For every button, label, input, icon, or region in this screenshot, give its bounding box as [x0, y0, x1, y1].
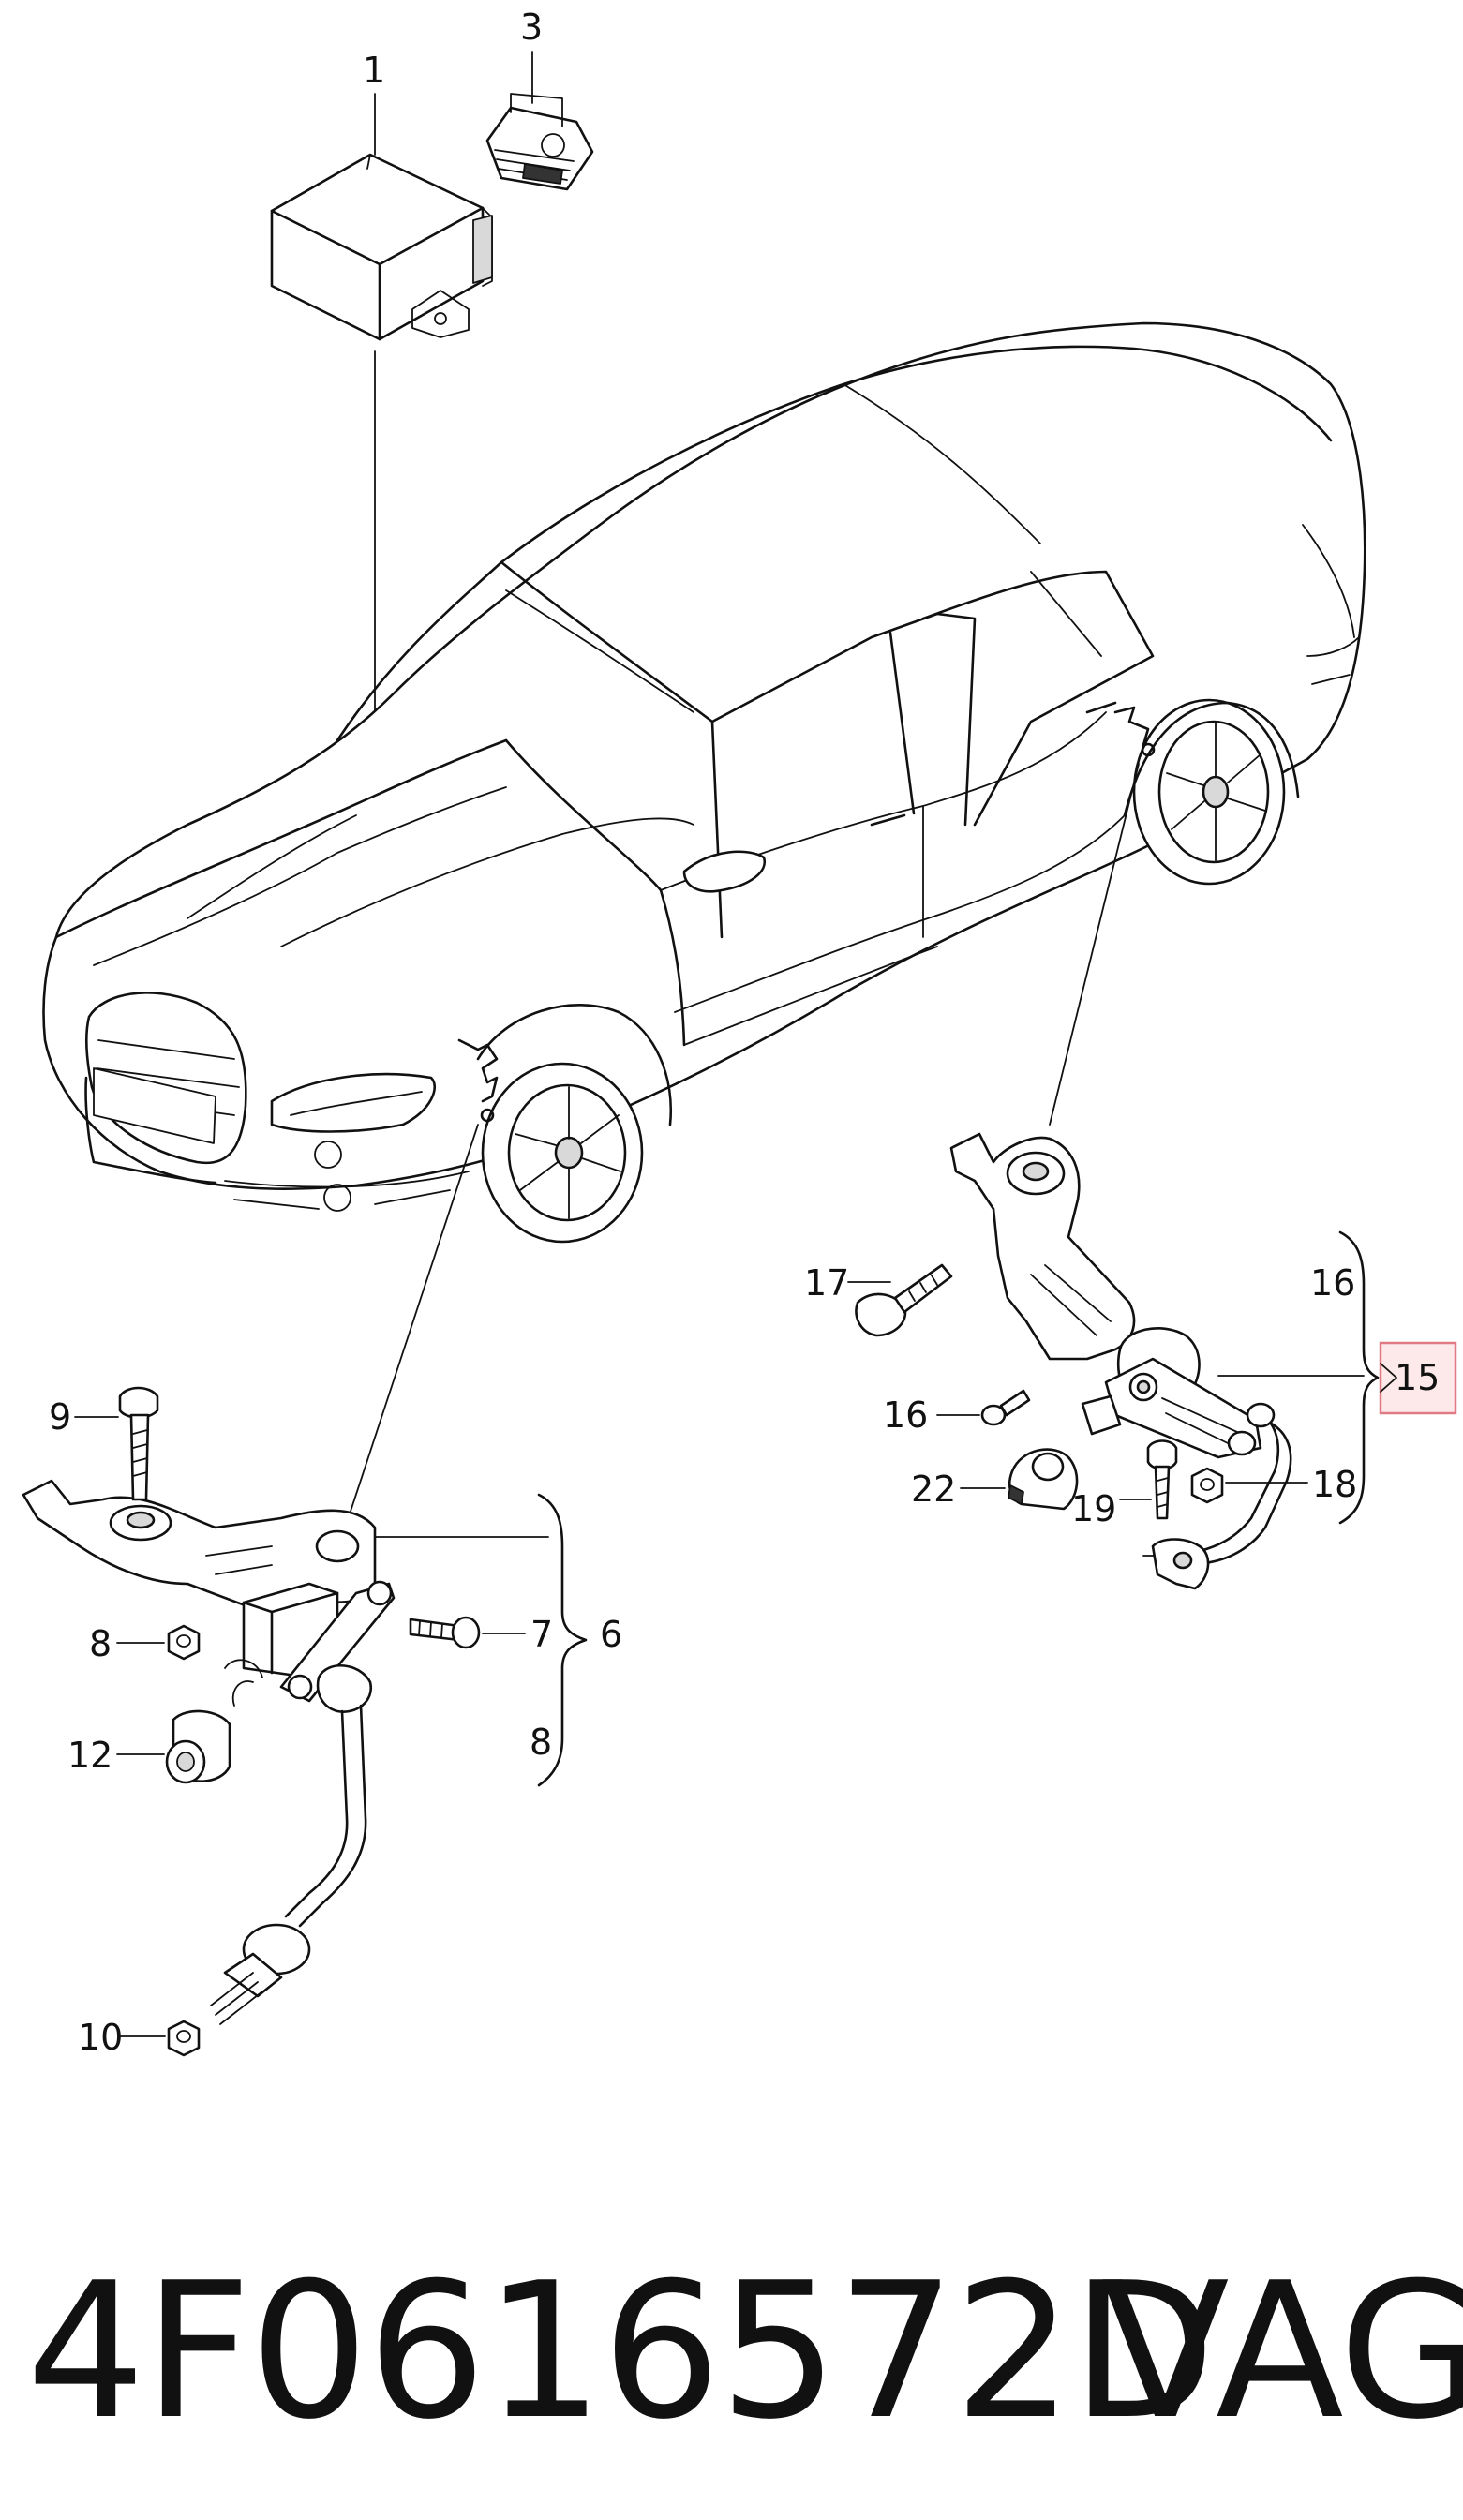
rear-wheel — [1132, 698, 1286, 886]
part-22-connector — [1008, 1448, 1079, 1511]
part-3-connector — [485, 93, 594, 191]
callout-7: 7 — [530, 1614, 553, 1655]
part-19-bolt — [1146, 1439, 1178, 1520]
callout-6: 6 — [600, 1614, 622, 1655]
part-10-nut — [167, 2020, 201, 2057]
callout-1: 1 — [363, 50, 385, 91]
part-8-nut — [167, 1624, 201, 1661]
part-number: 4F0616572D — [26, 2243, 1216, 2461]
callout-16a: 16 — [1310, 1262, 1355, 1304]
callout-16b: 16 — [883, 1394, 928, 1436]
car-illustration — [42, 321, 1366, 1244]
part-16-screw — [980, 1389, 1031, 1426]
callout-17: 17 — [804, 1262, 849, 1304]
brand-name: VAG — [1101, 2243, 1463, 2461]
callout-3: 3 — [520, 7, 543, 48]
rear-level-sensor-assembly — [949, 1132, 1292, 1590]
callout-15: 15 — [1395, 1357, 1440, 1398]
callout-12: 12 — [67, 1735, 112, 1776]
part-7-bolt — [409, 1616, 481, 1649]
front-level-sensor-assembly — [22, 1479, 396, 2025]
part-1-control-unit — [270, 153, 493, 341]
part-17-bolt — [855, 1263, 953, 1337]
part-9-bolt — [118, 1386, 159, 1501]
part-12-bushing — [165, 1709, 231, 1784]
callout-22: 22 — [911, 1469, 956, 1510]
callout-19: 19 — [1071, 1488, 1116, 1529]
callout-8a: 8 — [89, 1623, 112, 1664]
part-18-nut — [1190, 1467, 1224, 1504]
front-wheel — [481, 1062, 644, 1244]
callout-18: 18 — [1312, 1464, 1357, 1505]
callout-8b: 8 — [530, 1722, 552, 1763]
highlight-box-15 — [1379, 1341, 1457, 1415]
callout-10: 10 — [78, 2017, 123, 2058]
callout-9: 9 — [49, 1396, 71, 1438]
